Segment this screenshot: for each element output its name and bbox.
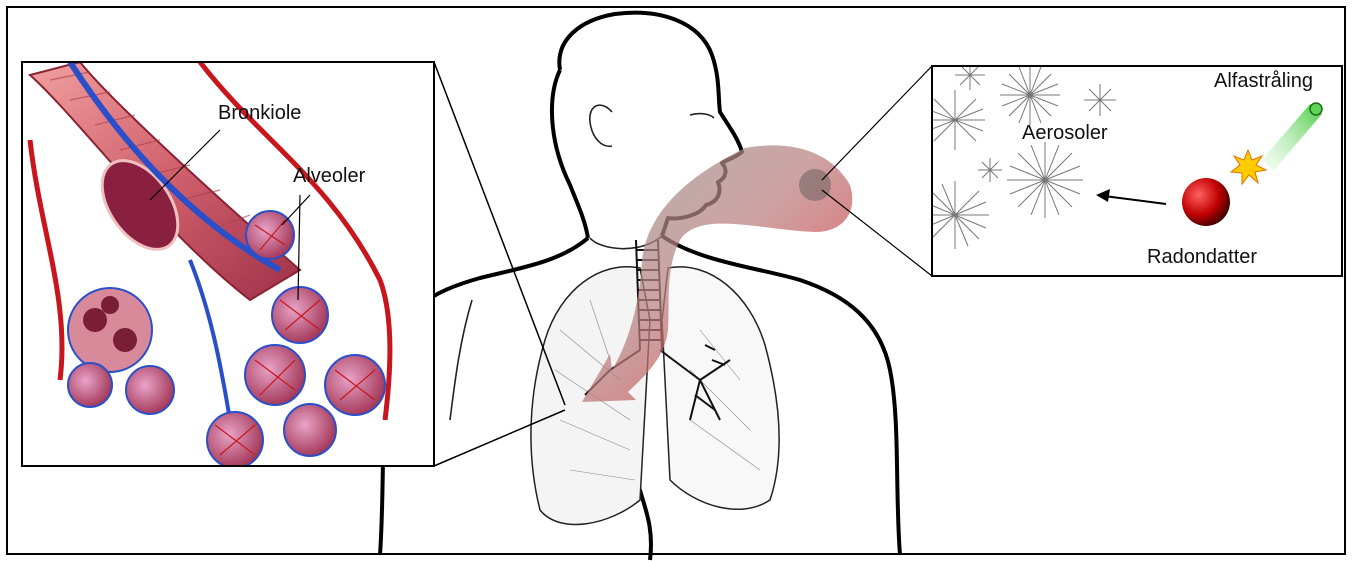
radon-daughter-particle	[1182, 178, 1230, 226]
inset-connector-top	[434, 62, 565, 405]
aerosol-connector-top	[822, 66, 932, 180]
right-lung	[662, 267, 779, 509]
alpha-radiation-label: Alfastråling	[1214, 70, 1313, 93]
alveoli-label: Alveoler	[293, 165, 365, 188]
aerosol-connector-bottom	[822, 190, 932, 276]
aerosol-inset-frame	[932, 66, 1342, 276]
airflow-particle-cloud	[799, 169, 831, 201]
alpha-particle	[1310, 103, 1322, 115]
bronchiole-label: Bronkiole	[218, 102, 301, 125]
aerosols-label: Aerosoler	[1022, 122, 1108, 145]
radon-daughter-label: Radondatter	[1147, 246, 1257, 269]
